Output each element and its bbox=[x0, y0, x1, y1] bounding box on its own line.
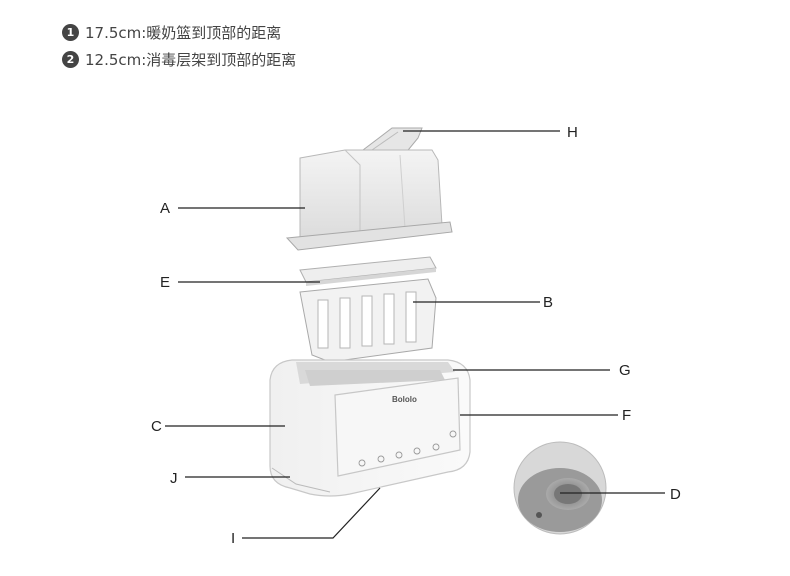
main-body: Bololo bbox=[269, 359, 471, 497]
control-buttons bbox=[358, 430, 457, 467]
note-number-badge: 1 bbox=[62, 24, 79, 41]
power-button bbox=[358, 459, 366, 467]
heating-plate-detail bbox=[513, 441, 607, 535]
sterilizing-rack bbox=[299, 256, 437, 286]
bottle-button bbox=[395, 451, 403, 459]
part-labels: A H E B C G F J I D bbox=[151, 124, 681, 547]
label-h: H bbox=[567, 124, 578, 141]
warming-basket bbox=[299, 278, 437, 363]
transparent-lid bbox=[285, 149, 453, 251]
label-e: E bbox=[160, 274, 170, 291]
label-g: G bbox=[619, 362, 631, 379]
note-1: 1 17.5cm:暖奶篮到顶部的距离 bbox=[62, 22, 281, 43]
note-number-badge: 2 bbox=[62, 51, 79, 68]
note-text: 12.5cm:消毒层架到顶部的距离 bbox=[85, 51, 297, 69]
label-f: F bbox=[622, 407, 631, 424]
leader-lines bbox=[165, 130, 665, 539]
label-a: A bbox=[160, 200, 170, 217]
mode-button bbox=[377, 455, 385, 463]
note-text: 17.5cm:暖奶篮到顶部的距离 bbox=[85, 24, 282, 42]
timer-button bbox=[449, 430, 457, 438]
label-b: B bbox=[543, 294, 553, 311]
note-2: 2 12.5cm:消毒层架到顶部的距离 bbox=[62, 49, 296, 70]
label-i: I bbox=[231, 530, 235, 547]
sterilize-button bbox=[432, 443, 440, 451]
label-d: D bbox=[670, 486, 681, 503]
brand-logo: Bololo bbox=[392, 395, 417, 404]
label-c: C bbox=[151, 418, 162, 435]
milk-button bbox=[413, 447, 421, 455]
label-j: J bbox=[170, 470, 178, 487]
